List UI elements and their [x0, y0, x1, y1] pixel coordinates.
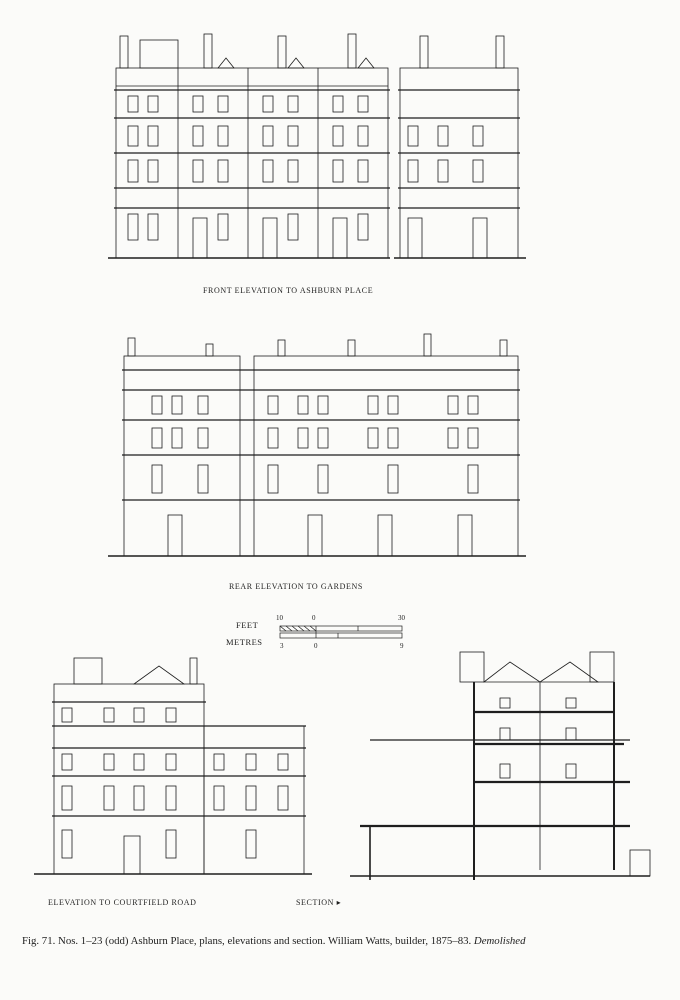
front-elevation-caption: FRONT ELEVATION TO ASHBURN PLACE: [203, 286, 374, 295]
figure-label: Fig. 71.: [22, 935, 56, 947]
courtfield-elevation-drawing: [34, 657, 312, 875]
front-elevation-drawing: [108, 33, 526, 259]
section-caption: SECTION ▸: [296, 898, 342, 907]
scale-feet-tick-10: 10: [276, 614, 283, 622]
scale-metres-tick-9: 9: [400, 642, 404, 650]
rear-elevation-drawing: [108, 333, 526, 557]
figure-text: Nos. 1–23 (odd) Ashburn Place, plans, el…: [58, 935, 472, 947]
rear-elevation-caption: REAR ELEVATION TO GARDENS: [229, 582, 363, 591]
scale-bar: [279, 625, 403, 639]
figure-caption: Fig. 71. Nos. 1–23 (odd) Ashburn Place, …: [22, 935, 662, 947]
figure-note: Demolished: [473, 935, 526, 947]
scale-metres-tick-0: 0: [314, 642, 318, 650]
scale-feet-label: FEET: [236, 620, 259, 630]
scale-feet-tick-0: 0: [312, 614, 316, 622]
section-drawing: [350, 651, 651, 880]
scale-metres-label: METRES: [226, 637, 263, 647]
courtfield-elevation-caption: ELEVATION TO COURTFIELD ROAD: [48, 898, 197, 907]
scale-metres-tick-3: 3: [280, 642, 284, 650]
scale-feet-tick-30: 30: [398, 614, 405, 622]
